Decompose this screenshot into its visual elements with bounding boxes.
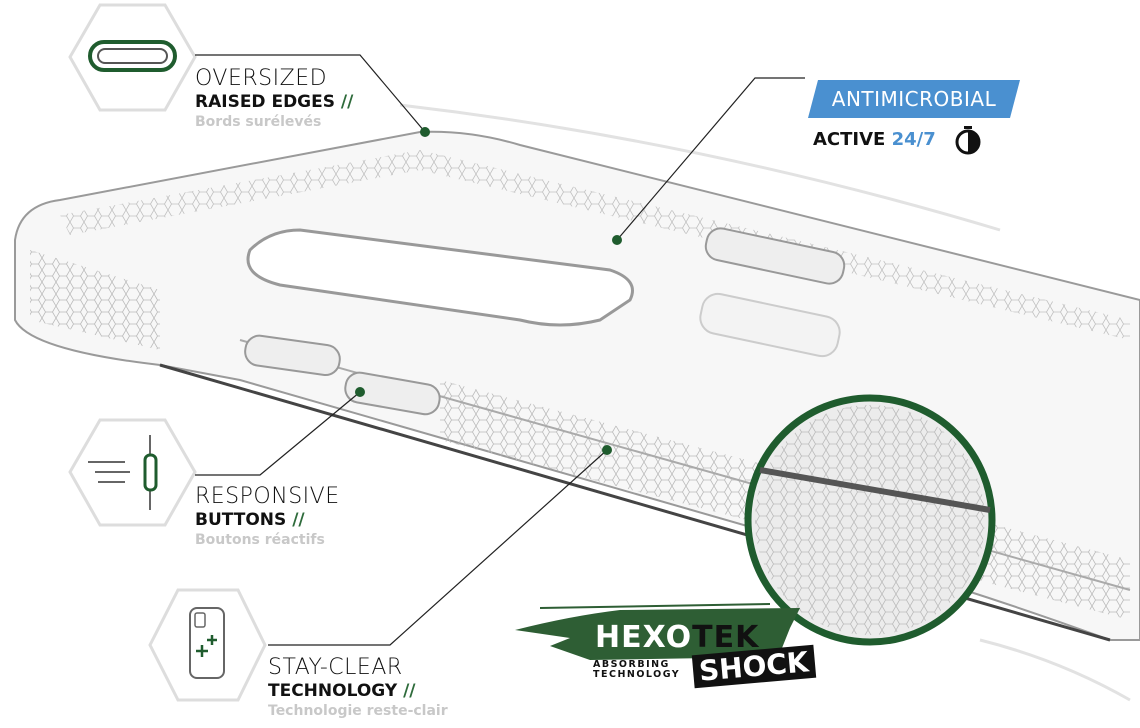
feature-subtitle: BUTTONS	[195, 510, 287, 530]
feature-title: RESPONSIVE	[195, 484, 340, 509]
feature-subtitle: TECHNOLOGY	[268, 681, 398, 701]
case-button	[344, 371, 441, 416]
active-label: ACTIVE	[813, 129, 886, 150]
case-button	[244, 334, 341, 377]
badge-background	[808, 80, 1020, 118]
feature-subtitle-line: BUTTONS //	[195, 512, 340, 529]
leader-dots	[355, 127, 622, 455]
slash-mark: //	[403, 681, 416, 701]
feature-stay-clear: STAY-CLEAR TECHNOLOGY // Technologie res…	[268, 655, 448, 719]
feature-french: Technologie reste-clair	[268, 703, 448, 719]
logo-brush-stroke	[515, 603, 800, 660]
phone-clear-icon	[148, 588, 267, 702]
antimicrobial-badge: ANTIMICROBIAL	[808, 80, 1020, 118]
case-button	[699, 292, 841, 358]
logo-tek: TEK	[692, 620, 760, 655]
feature-subtitle: RAISED EDGES	[195, 92, 335, 112]
hexotek-magnifier	[744, 394, 996, 646]
hours-label: 24/7	[891, 129, 936, 150]
leader-lines	[195, 54, 805, 646]
antimicrobial-label: ANTIMICROBIAL	[831, 87, 997, 111]
feature-french: Bords surélevés	[195, 114, 322, 130]
finger-press-button-icon	[68, 418, 197, 527]
feature-responsive-buttons: RESPONSIVE BUTTONS // Boutons réactifs	[195, 484, 340, 548]
raised-edge-icon	[68, 3, 197, 112]
feature-subtitle-line: TECHNOLOGY //	[268, 683, 448, 700]
logo-tagline-line2: TECHNOLOGY	[593, 668, 681, 680]
logo-hexo: HEXO	[595, 620, 693, 655]
stopwatch-icon	[955, 126, 981, 155]
feature-subtitle-line: RAISED EDGES //	[195, 94, 353, 111]
active-24-7: ACTIVE 24/7	[813, 125, 984, 155]
logo-tagline-line1: ABSORBING	[593, 659, 670, 670]
feature-french: Boutons réactifs	[195, 532, 325, 548]
logo-wordmark: HEXOTEK	[595, 620, 759, 655]
slash-mark: //	[340, 92, 354, 112]
feature-raised-edges: OVERSIZED RAISED EDGES // Bords surélevé…	[195, 66, 353, 130]
camera-cutout	[246, 228, 634, 327]
feature-title: STAY-CLEAR	[268, 655, 403, 680]
case-button	[704, 227, 846, 285]
feature-title: OVERSIZED	[195, 66, 328, 91]
slash-mark: //	[292, 510, 305, 530]
